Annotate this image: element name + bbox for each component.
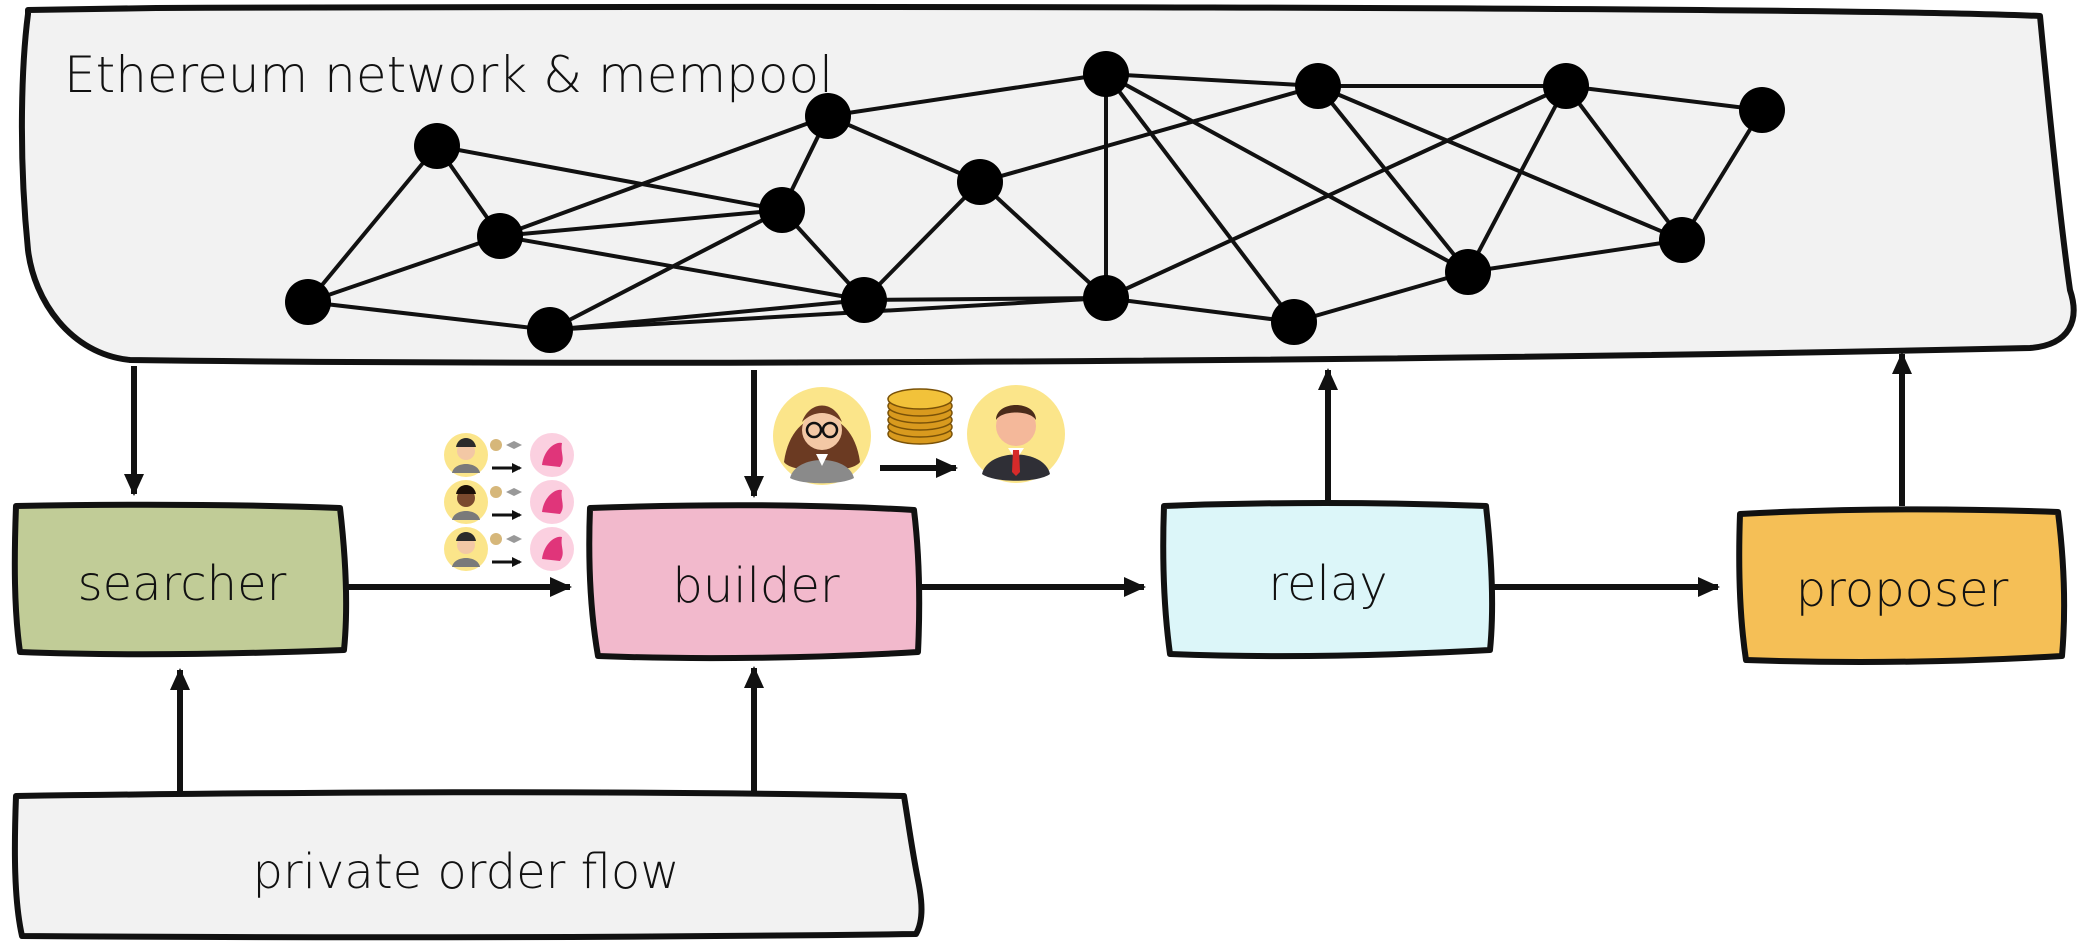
network-node [1295, 63, 1341, 109]
network-edge [307, 234, 501, 304]
proposer-person-icon [967, 385, 1065, 483]
private-order-flow-box [11, 789, 925, 941]
builder-person-icon [773, 387, 871, 485]
coin [887, 388, 953, 410]
searcher-label: searcher [77, 556, 287, 612]
relay-box[interactable] [1160, 500, 1496, 660]
person-swap-unicorn-icon [444, 480, 574, 524]
network-edge [436, 144, 783, 212]
person-swap-unicorn-icon [444, 527, 574, 571]
network-edge [499, 234, 865, 302]
network-edge [1105, 72, 1469, 274]
network-node [841, 277, 887, 323]
network-nodes [285, 51, 1785, 353]
network-title: Ethereum network & mempool [64, 46, 833, 104]
network-node [805, 93, 851, 139]
private-order-flow-label: private order flow [252, 844, 680, 900]
network-edge [978, 180, 1108, 300]
network-edge [1564, 84, 1684, 242]
network-node [1083, 275, 1129, 321]
coin-stack-icon [887, 388, 953, 445]
network-node [1445, 249, 1491, 295]
network-node [759, 187, 805, 233]
network-edge [827, 114, 981, 184]
network-node [1083, 51, 1129, 97]
network-edge [549, 208, 783, 332]
network-node [957, 159, 1003, 205]
network-edge [1466, 85, 1568, 273]
network-edge [1467, 238, 1683, 274]
network-edge [1105, 72, 1319, 88]
network-edge [549, 296, 1107, 332]
network-edge [306, 144, 439, 304]
network-node [1271, 299, 1317, 345]
network-node [285, 279, 331, 325]
flow-arrows [124, 352, 1912, 794]
searcher-bundles [444, 433, 574, 571]
person-swap-unicorn-icon [444, 433, 574, 477]
network-node [527, 307, 573, 353]
network-edge [1104, 72, 1296, 324]
network-edge [1105, 296, 1295, 324]
searcher-box[interactable] [11, 501, 350, 658]
network-node [1543, 63, 1589, 109]
network-edge [1565, 84, 1763, 112]
network-edge [1316, 84, 1470, 274]
network-edge [499, 208, 783, 238]
network-node [414, 123, 460, 169]
builder-box[interactable] [586, 502, 923, 662]
network-node [477, 213, 523, 259]
network-edge [1680, 108, 1764, 242]
network-edge [499, 114, 829, 238]
network-edge [1293, 270, 1469, 324]
network-edge [307, 300, 551, 332]
network-node [1659, 217, 1705, 263]
network-edge [862, 180, 982, 302]
payment-illustration [773, 385, 1065, 485]
builder-label: builder [672, 558, 840, 614]
proposer-box[interactable] [1736, 506, 2068, 666]
relay-label: relay [1268, 556, 1388, 612]
network-edge [1105, 84, 1567, 300]
network-edge [1317, 84, 1683, 242]
proposer-label: proposer [1795, 562, 2009, 618]
network-node [1739, 87, 1785, 133]
network-edge [827, 72, 1107, 118]
